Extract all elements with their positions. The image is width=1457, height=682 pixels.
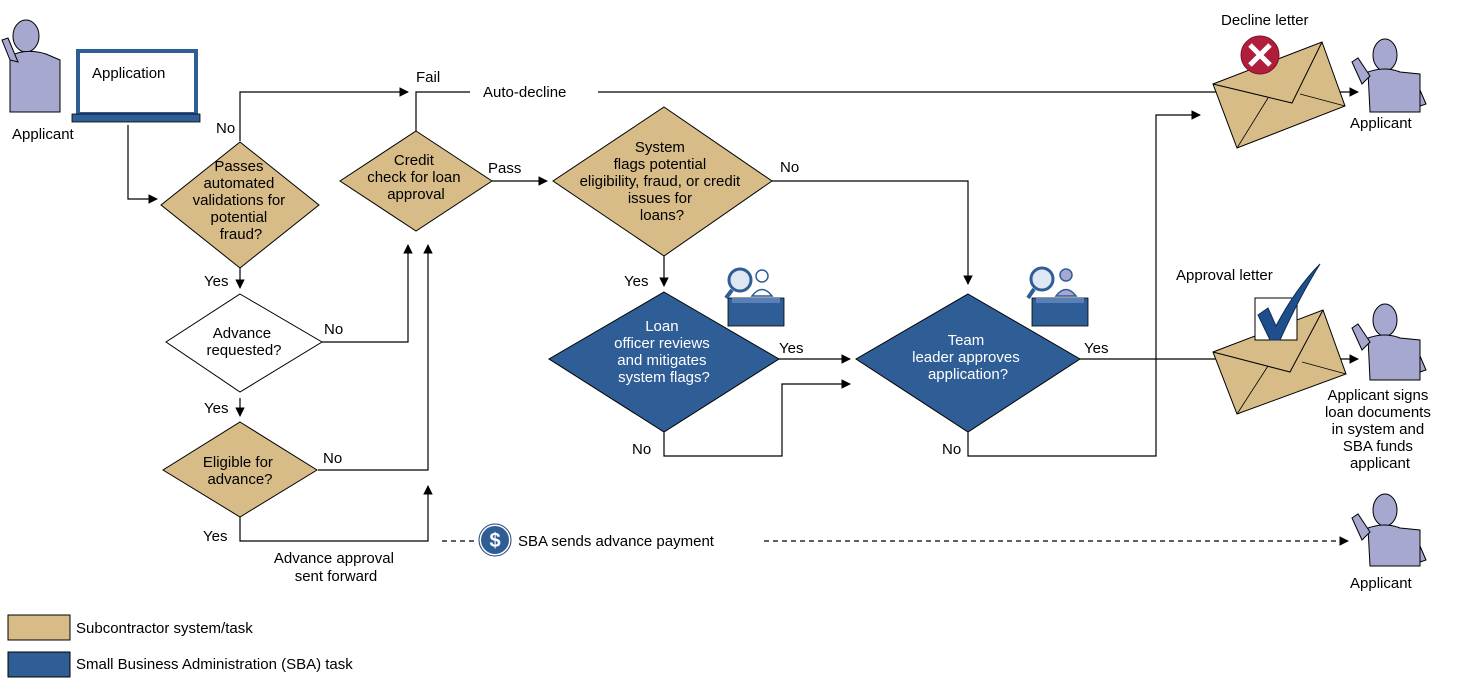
loan-officer-diamond [548,291,780,433]
eligible-diamond [162,421,318,518]
svg-text:$: $ [489,530,500,552]
loan-officer-desk-icon [724,267,785,327]
validation-text: Passes automated validations for potenti… [193,158,290,243]
advance-requested-text: Advance requested? [206,325,281,359]
arrow-team-no [967,110,1201,457]
line-credit-fail [415,91,470,131]
legend-sba-label: Small Business Administration (SBA) task [76,656,353,673]
applicant-middle-right-person-icon [1351,303,1427,381]
arrow-validation-no [239,87,409,141]
label-yes-team: Yes [1084,340,1108,357]
label-yes-validation: Yes [204,273,228,290]
label-no-officer: No [632,441,651,458]
label-advance-approval: Advance approval sent forward [274,550,398,585]
application-screen-label: Application [92,65,165,82]
label-no-flags: No [780,159,799,176]
applicant-laptop-group: Application Applicant [1,19,201,143]
decline-x-icon [1240,35,1280,75]
approval-letter-icon [1212,297,1347,415]
system-flags-diamond [552,106,773,257]
laptop-screen-icon [76,49,198,116]
team-leader-desk-icon [1026,266,1089,327]
label-no-validation: No [216,120,235,137]
advance-requested-diamond [165,293,323,393]
legend-subcontractor-swatch [7,614,71,641]
team-leader-diamond [855,293,1081,433]
person-icon [1,19,61,113]
label-yes-advance: Yes [204,400,228,417]
arrow-officer-no [663,379,851,457]
label-yes-eligible: Yes [203,528,227,545]
eligible-text: Eligible for advance? [203,454,277,488]
applicant-signs-label: Applicant signs loan documents in system… [1325,387,1435,472]
team-leader-text: Team leader approves application? [912,332,1024,383]
label-no-team: No [942,441,961,458]
approval-check-icon [1257,263,1321,341]
credit-check-text: Credit check for loan approval [367,152,465,203]
validation-diamond [160,141,320,269]
applicant-bottom-right-person-icon [1351,493,1427,567]
legend-subcontractor-label: Subcontractor system/task [76,620,253,637]
label-approval-letter: Approval letter [1176,267,1273,284]
applicant-top-right-person-icon [1351,38,1427,113]
connectors [127,87,1359,546]
system-flags-text: System flags potential eligibility, frau… [580,139,745,224]
label-auto-decline: Auto-decline [483,84,566,101]
decline-letter-icon [1212,41,1346,149]
label-no-eligible: No [323,450,342,467]
arrow-advance-no [322,244,413,343]
label-sba-payment: SBA sends advance payment [518,533,715,550]
applicant-top-right-label: Applicant [1350,115,1413,132]
arrow-eligible-no [318,244,433,471]
credit-check-diamond [339,130,493,232]
applicant-bottom-right-label: Applicant [1350,575,1413,592]
loan-officer-text: Loan officer reviews and mitigates syste… [614,318,714,386]
dollar-icon: $ [478,523,512,557]
label-yes-flags: Yes [624,273,648,290]
label-yes-officer: Yes [779,340,803,357]
arrow-eligible-yes [239,485,433,542]
arrow-application-to-validation [127,125,158,204]
applicant-top-left-label: Applicant [12,126,75,143]
laptop-base-icon [71,113,201,123]
legend: Subcontractor system/task Small Business… [7,614,353,678]
legend-sba-swatch [7,651,71,678]
label-no-advance: No [324,321,343,338]
arrow-flags-no [770,180,973,285]
label-decline-letter: Decline letter [1221,12,1309,29]
label-fail: Fail [416,69,440,86]
label-pass: Pass [488,160,521,177]
